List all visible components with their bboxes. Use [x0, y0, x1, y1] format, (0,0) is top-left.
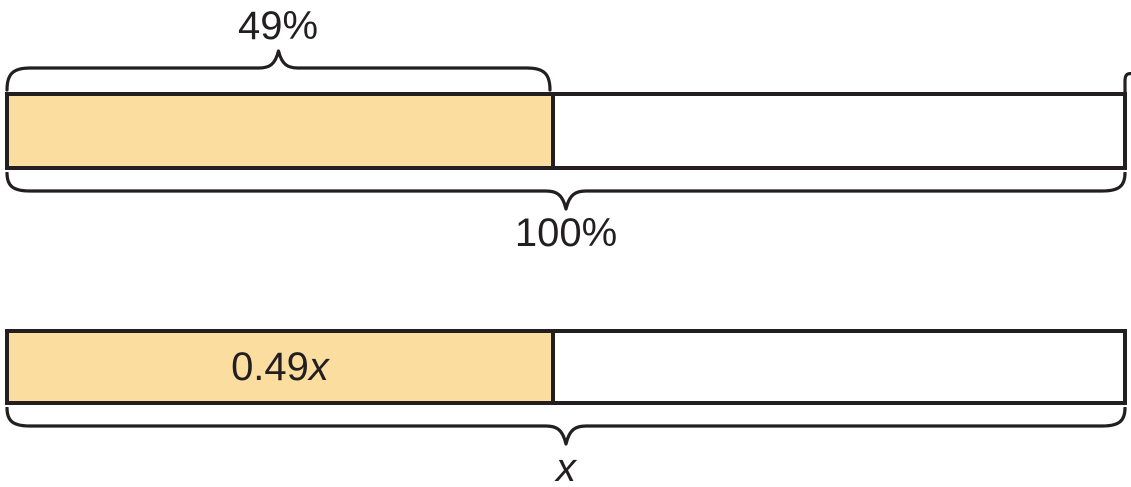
- bottom-tape-remainder-segment: [555, 333, 1123, 401]
- percent-part-label: 49%: [237, 4, 319, 48]
- curly-brace-49-percent: [5, 49, 552, 92]
- cropped-brace-fragment: [1123, 72, 1131, 94]
- shaded-value-label: 0.49x: [231, 347, 329, 387]
- curly-brace-100-percent: [5, 172, 1127, 211]
- top-tape-shaded-segment: [9, 96, 555, 166]
- top-tape-bar: [5, 92, 1127, 170]
- shaded-value-coefficient: 0.49: [231, 345, 309, 389]
- top-tape-remainder-segment: [555, 96, 1123, 166]
- percent-whole-label: 100%: [514, 211, 618, 255]
- curly-brace-total-x: [5, 407, 1127, 446]
- shaded-value-variable: x: [308, 345, 329, 389]
- bottom-tape-bar: 0.49x: [5, 329, 1127, 405]
- bottom-tape-shaded-segment: 0.49x: [9, 333, 555, 401]
- total-variable-label: x: [556, 446, 576, 487]
